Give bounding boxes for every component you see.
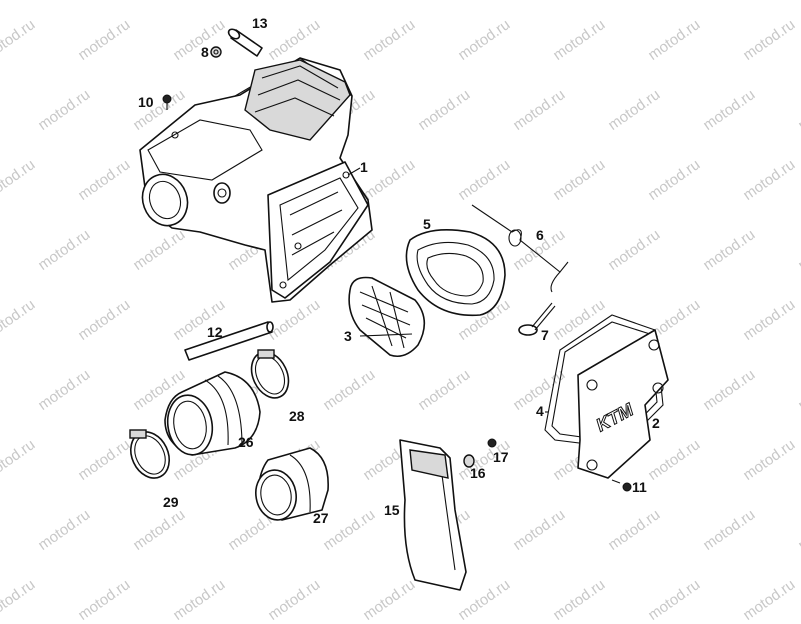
part-3-filter-cage <box>348 276 426 358</box>
label-part-13: 13 <box>252 15 268 31</box>
part-26-intake-boot <box>164 371 261 456</box>
label-part-16: 16 <box>470 465 486 481</box>
label-part-6: 6 <box>536 227 544 243</box>
part-29-clamp <box>129 429 171 479</box>
part-5-air-filter <box>405 229 506 317</box>
label-part-2: 2 <box>652 415 660 431</box>
label-part-26: 26 <box>238 434 254 450</box>
part-11-screw <box>611 479 632 492</box>
label-part-8: 8 <box>201 44 209 60</box>
part-6-spring-clip <box>471 204 569 293</box>
part-labels: 1 2 3 4 5 6 7 8 10 11 12 13 15 16 17 26 … <box>138 15 660 526</box>
leader-lines <box>347 167 548 413</box>
part-28-clamp <box>250 349 290 399</box>
label-part-15: 15 <box>384 502 400 518</box>
part-17-screw <box>487 438 497 448</box>
label-part-28: 28 <box>289 408 305 424</box>
part-13-tube <box>227 28 263 57</box>
label-part-11: 11 <box>632 479 647 495</box>
part-12-hose <box>184 321 274 361</box>
part-27-sleeve <box>255 447 329 521</box>
label-part-5: 5 <box>423 216 431 232</box>
label-part-7: 7 <box>541 327 549 343</box>
label-part-17: 17 <box>493 449 509 465</box>
label-part-27: 27 <box>313 510 329 526</box>
part-15-mud-flap <box>399 439 467 591</box>
part-10-bolt <box>162 94 172 110</box>
part-16-grommet <box>463 454 475 468</box>
part-2-side-cover: KTM <box>577 329 669 479</box>
label-part-4: 4 <box>536 403 544 419</box>
label-part-12: 12 <box>207 324 223 340</box>
label-part-1: 1 <box>360 159 368 175</box>
label-part-10: 10 <box>138 94 154 110</box>
label-part-29: 29 <box>163 494 179 510</box>
label-part-3: 3 <box>344 328 352 344</box>
part-1-airbox <box>139 57 373 303</box>
part-7-pin <box>518 302 556 336</box>
exploded-parts-diagram: KTM <box>129 15 669 591</box>
part-8-nut <box>210 46 222 58</box>
